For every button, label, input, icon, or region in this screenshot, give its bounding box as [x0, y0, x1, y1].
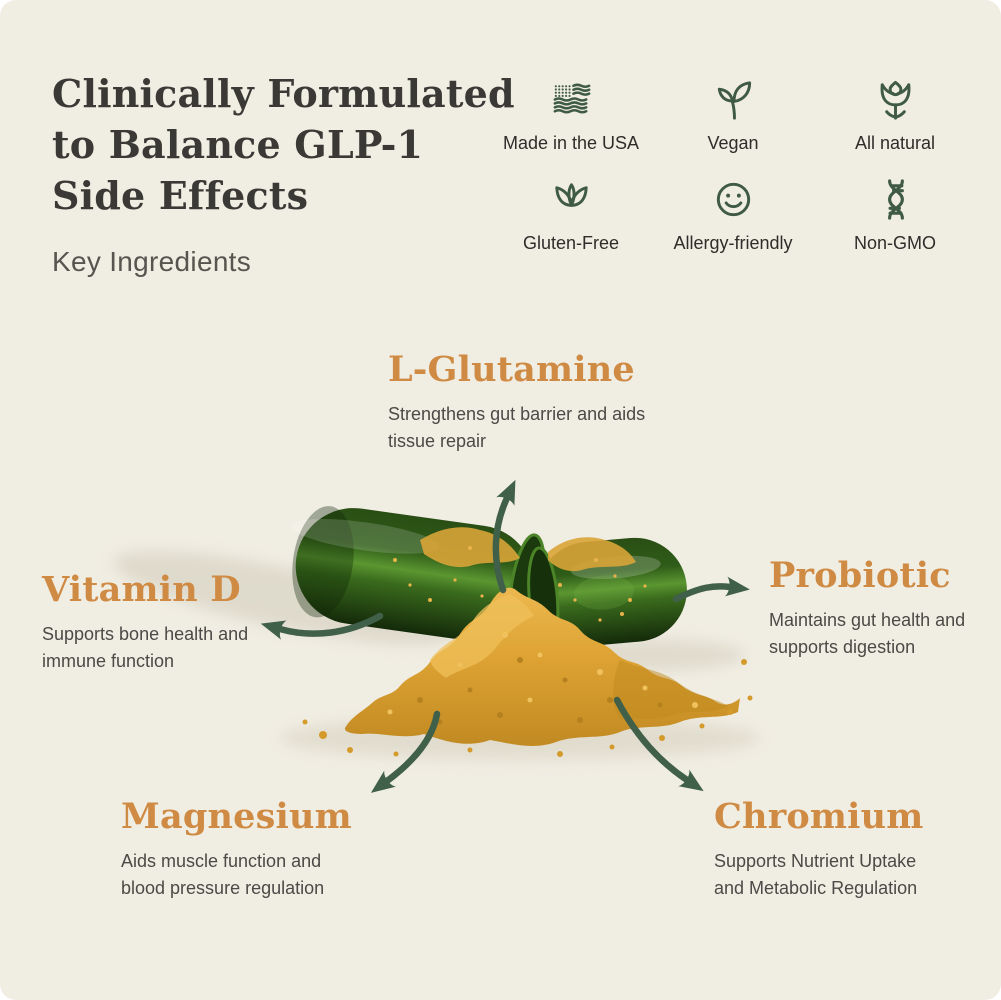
ingredient-probiotic: Probiotic Maintains gut health and suppo…	[769, 555, 965, 661]
ingredient-description: Aids muscle function and blood pressure …	[121, 848, 352, 902]
title-line-3: Side Effects	[52, 173, 309, 218]
description-line: Aids muscle function and	[121, 851, 322, 871]
ingredient-chromium: Chromium Supports Nutrient Uptake and Me…	[714, 796, 924, 902]
capsule-shadow-right	[545, 639, 745, 671]
ingredient-name: Probiotic	[769, 555, 951, 596]
badge-made-in-usa: Made in the USA	[490, 76, 652, 154]
ingredient-name: L-Glutamine	[388, 349, 635, 390]
smiley-face-icon	[716, 182, 750, 217]
arrow-magnesium	[370, 710, 441, 793]
badge-label: Non-GMO	[853, 233, 936, 253]
description-line: Maintains gut health and	[769, 610, 966, 630]
capsule-right-half	[527, 537, 687, 650]
powder-dust	[393, 527, 647, 626]
ingredient-description: Supports Nutrient Uptake and Metabolic R…	[714, 848, 924, 902]
badge-gluten-free: Gluten-Free	[490, 176, 652, 254]
description-line: and Metabolic Regulation	[714, 878, 918, 898]
ingredient-name: Chromium	[714, 796, 924, 837]
ingredient-description: Supports bone health and immune function	[42, 621, 248, 675]
ingredient-description: Maintains gut health and supports digest…	[769, 607, 965, 661]
vegan-sprout-icon	[717, 81, 751, 120]
description-line: Supports bone health and	[42, 624, 249, 644]
badge-label: Vegan	[707, 133, 759, 153]
ingredient-vitamin-d: Vitamin D Supports bone health and immun…	[42, 569, 248, 675]
badge-all-natural: All natural	[814, 76, 976, 154]
description-line: Supports Nutrient Uptake	[714, 851, 917, 871]
description-line: blood pressure regulation	[121, 878, 325, 898]
ingredient-description: Strengthens gut barrier and aids tissue …	[388, 401, 645, 455]
badge-non-gmo: Non-GMO	[814, 176, 976, 254]
badge-label: All natural	[854, 133, 936, 153]
ingredient-magnesium: Magnesium Aids muscle function and blood…	[121, 796, 352, 902]
capsule-left-half	[290, 506, 547, 648]
arrow-vitamin-d	[260, 612, 384, 640]
section-subtitle: Key Ingredients	[52, 246, 252, 277]
usa-flag-icon	[553, 83, 590, 114]
badge-allergy-friendly: Allergy-friendly	[652, 176, 814, 254]
dna-icon	[887, 179, 904, 220]
badge-label: Allergy-friendly	[673, 233, 793, 253]
powder-crumbs	[302, 659, 753, 757]
description-line: tissue repair	[388, 431, 487, 451]
badge-grid: Made in the USA Vegan All natural	[490, 76, 976, 254]
page-title: Clinically Formulated to Balance GLP-1 S…	[52, 68, 515, 221]
powder-mound	[302, 587, 753, 757]
title-line-2: to Balance GLP-1	[52, 122, 424, 167]
description-line: Strengthens gut barrier and aids	[388, 404, 646, 424]
title-line-1: Clinically Formulated	[52, 71, 515, 116]
ingredient-name: Magnesium	[121, 796, 352, 837]
badge-vegan: Vegan	[652, 76, 814, 154]
badge-label: Made in the USA	[502, 133, 640, 153]
powder-shadow	[280, 716, 760, 760]
arrow-probiotic	[672, 576, 750, 603]
description-line: supports digestion	[769, 637, 916, 657]
ingredient-l-glutamine: L-Glutamine Strengthens gut barrier and …	[388, 349, 645, 455]
gluten-free-leaf-icon	[554, 183, 588, 207]
flower-icon	[880, 80, 910, 120]
ingredient-name: Vitamin D	[42, 569, 241, 610]
arrow-chromium	[613, 696, 704, 792]
arrow-l-glutamine	[492, 479, 516, 594]
badge-label: Gluten-Free	[522, 233, 620, 253]
description-line: immune function	[42, 651, 175, 671]
